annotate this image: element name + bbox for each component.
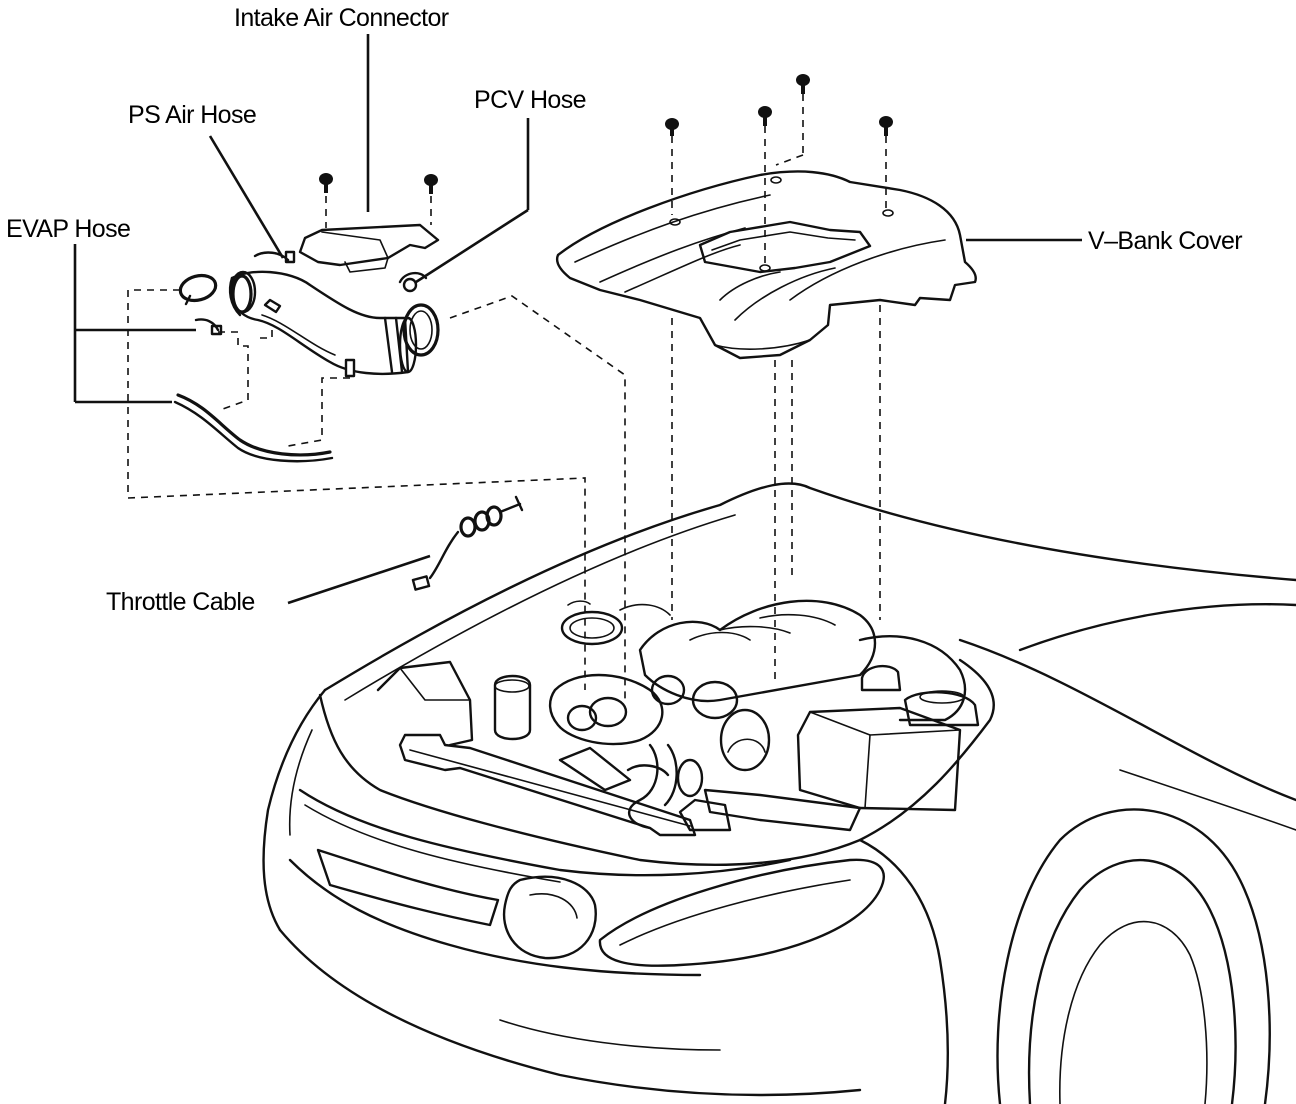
v-bank-cover [556, 170, 977, 360]
small-hoses [173, 250, 428, 463]
label-throttle-cable: Throttle Cable [106, 588, 255, 616]
label-ps-air-hose: PS Air Hose [128, 101, 256, 129]
leader-lines [73, 34, 1082, 605]
label-v-bank-cover: V–Bank Cover [1088, 227, 1242, 255]
bolt-icon [319, 173, 333, 193]
cover-bolts [319, 74, 893, 194]
bolt-icon [424, 174, 438, 194]
engine-bay [376, 599, 980, 837]
bolt-icon [879, 116, 893, 136]
guide-lines [127, 94, 887, 700]
bolt-icon [796, 74, 810, 94]
label-pcv-hose: PCV Hose [474, 86, 586, 114]
hose-clamps [178, 273, 440, 357]
intake-air-connector-assembly [228, 223, 440, 378]
throttle-cable-part [411, 495, 524, 591]
car-body [262, 482, 1296, 1104]
bolt-icon [665, 118, 679, 136]
label-intake-air-connector: Intake Air Connector [234, 4, 449, 32]
callout-labels: Intake Air Connector PS Air Hose PCV Hos… [6, 4, 1243, 616]
bolt-icon [758, 106, 772, 126]
label-evap-hose: EVAP Hose [6, 215, 130, 243]
